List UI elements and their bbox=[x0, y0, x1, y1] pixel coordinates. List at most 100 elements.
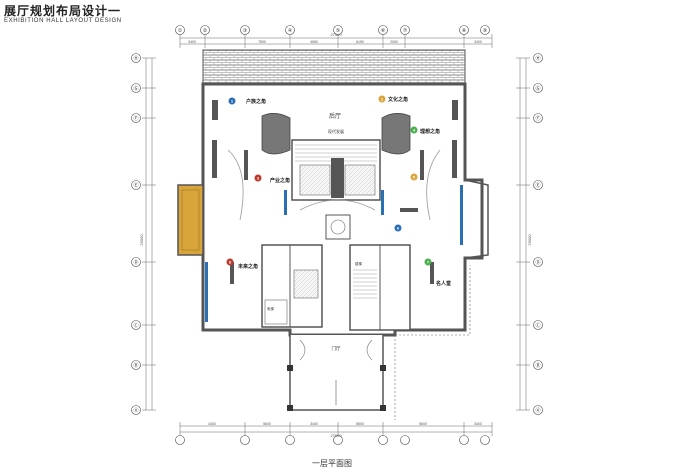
top-dim-2: 7800 bbox=[258, 40, 266, 44]
floor-caption: 一层平面图 bbox=[312, 459, 352, 468]
marker-2: 2 bbox=[381, 97, 384, 102]
bottom-dim-6: 3400 bbox=[474, 422, 482, 426]
display-wall-left bbox=[261, 113, 291, 155]
row-axis-left bbox=[131, 53, 141, 415]
page-subtitle: EXHIBITION HALL LAYOUT DESIGN bbox=[4, 18, 122, 24]
label-entrance: 门厅 bbox=[332, 345, 341, 352]
bottom-dimensions bbox=[179, 422, 493, 436]
label-lineage-corner: 户族之角 bbox=[245, 98, 266, 105]
side-room-inner bbox=[181, 189, 200, 251]
row-label-b-right: Ⓑ bbox=[535, 362, 540, 369]
marker-4: 4 bbox=[413, 128, 416, 133]
bottom-dim-2: 5600 bbox=[263, 422, 271, 426]
porch-column-right bbox=[380, 405, 386, 411]
col-label-3: ③ bbox=[243, 28, 248, 34]
porch-column-right-mid bbox=[380, 365, 386, 371]
label-elevator: 电梯 bbox=[267, 306, 275, 311]
row-label-f-right: Ⓕ bbox=[535, 115, 540, 122]
top-dim-5: 2000 bbox=[390, 40, 398, 44]
center-kiosk bbox=[325, 214, 351, 240]
flow-curve-right bbox=[426, 149, 441, 221]
display-wall-right bbox=[381, 113, 411, 155]
row-label-h: Ⓗ bbox=[133, 55, 138, 62]
bottom-dim-3: 3400 bbox=[310, 422, 318, 426]
row-label-e-right: Ⓔ bbox=[535, 182, 540, 189]
row-label-d: Ⓓ bbox=[133, 259, 138, 266]
outer-wall bbox=[201, 82, 484, 337]
flow-curve-center bbox=[299, 199, 376, 211]
blue-wall-left bbox=[205, 262, 208, 322]
row-label-h-right: Ⓗ bbox=[535, 55, 540, 62]
porch-column-left bbox=[287, 405, 293, 411]
row-label-a-right: Ⓐ bbox=[535, 407, 540, 414]
marker-5: 5 bbox=[413, 175, 416, 180]
door-swing-right bbox=[366, 339, 373, 361]
column-axis-top bbox=[175, 25, 490, 35]
stair-left bbox=[299, 164, 331, 196]
col-label-7: ⑦ bbox=[403, 28, 408, 34]
row-label-d-right: Ⓓ bbox=[535, 259, 540, 266]
entrance-porch bbox=[289, 335, 384, 411]
row-label-f: Ⓕ bbox=[133, 115, 138, 122]
label-culture-corner: 文化之角 bbox=[388, 96, 408, 103]
col-label-5: ⑤ bbox=[336, 28, 341, 34]
ramp-outline bbox=[395, 265, 471, 336]
row-label-c-right: Ⓒ bbox=[535, 322, 540, 329]
row-label-g-right: Ⓖ bbox=[535, 85, 540, 92]
top-dim-4: 6150 bbox=[356, 40, 364, 44]
marker-3: 3 bbox=[257, 176, 260, 181]
brick-terrace bbox=[202, 49, 466, 85]
bottom-overall-dim: 27500 bbox=[330, 433, 342, 438]
label-modern-dev: 现代发展 bbox=[328, 128, 344, 134]
label-future-corner: 未来之角 bbox=[237, 263, 258, 270]
left-overall-dim: 26000 bbox=[139, 234, 144, 246]
col-label-2: ② bbox=[203, 28, 208, 34]
stair-right bbox=[344, 164, 376, 196]
porch-column-left-mid bbox=[287, 365, 293, 371]
col-label-9: ⑨ bbox=[483, 28, 488, 34]
kiosk-round bbox=[330, 219, 346, 235]
top-dim-3: 4650 bbox=[310, 40, 318, 44]
lower-stair-treads bbox=[353, 269, 377, 299]
zone-markers bbox=[226, 95, 432, 266]
top-dim-6: 3400 bbox=[474, 40, 482, 44]
row-label-e: Ⓔ bbox=[133, 182, 138, 189]
bottom-dim-4: 5800 bbox=[356, 422, 364, 426]
flow-curve-left bbox=[227, 149, 244, 221]
door-swing-left bbox=[299, 339, 306, 361]
marker-7: 7 bbox=[427, 260, 430, 265]
top-dim-1: 3400 bbox=[188, 40, 196, 44]
marker-8: 8 bbox=[229, 260, 232, 265]
row-label-a: Ⓐ bbox=[133, 407, 138, 414]
marker-1: 1 bbox=[231, 99, 234, 104]
label-stairs: 楼梯 bbox=[355, 261, 363, 266]
marker-6: 6 bbox=[397, 226, 400, 231]
row-label-b: Ⓑ bbox=[133, 362, 138, 369]
col-label-8: ⑧ bbox=[462, 28, 467, 34]
side-dimensions bbox=[142, 57, 530, 411]
label-rear-hall: 后厅 bbox=[329, 112, 341, 120]
label-industry-corner: 产业之角 bbox=[270, 177, 290, 184]
col-label-1: ① bbox=[178, 28, 183, 34]
page-title: 展厅规划布局设计一 bbox=[4, 4, 122, 18]
exhibit-panels bbox=[212, 100, 458, 284]
right-overall-dim: 26000 bbox=[527, 234, 532, 246]
col-label-4: ④ bbox=[288, 28, 293, 34]
row-label-g: Ⓖ bbox=[133, 85, 138, 92]
stair-treads bbox=[295, 144, 377, 162]
col-label-6: ⑥ bbox=[381, 28, 386, 34]
stair-core bbox=[331, 158, 344, 198]
toilet-room bbox=[264, 299, 288, 325]
label-ideal-corner: 理想之角 bbox=[420, 128, 440, 135]
row-axis-right bbox=[533, 53, 543, 415]
blue-wall-center-left bbox=[284, 190, 287, 215]
bottom-dim-5: 5600 bbox=[419, 422, 427, 426]
label-party-hall: 名人堂 bbox=[436, 280, 451, 287]
row-label-c: Ⓒ bbox=[133, 322, 138, 329]
bottom-dim-1: 3400 bbox=[208, 422, 216, 426]
right-bay bbox=[464, 179, 489, 259]
top-dimensions bbox=[179, 34, 493, 48]
column-axis-bottom bbox=[175, 435, 490, 445]
blue-wall-center-right bbox=[381, 190, 384, 215]
